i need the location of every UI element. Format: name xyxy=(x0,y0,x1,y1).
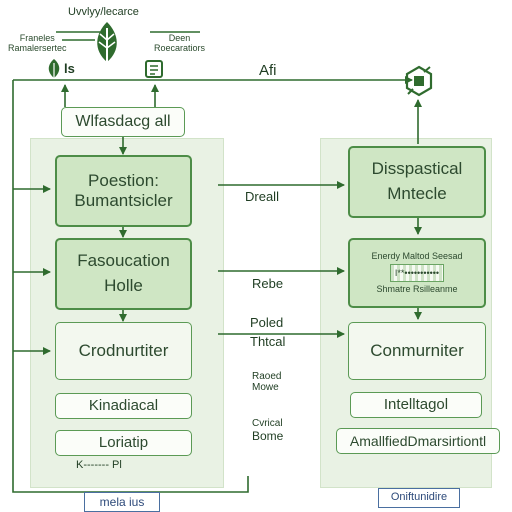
edge-label-rebe: Rebe xyxy=(252,276,284,291)
edge-label-raoed-line2: Mowe xyxy=(252,382,279,393)
icon-left-label: ls xyxy=(64,61,75,76)
header-right-label-1: Deen xyxy=(168,33,191,43)
right-node-disspastical-line2: Mntecle xyxy=(387,184,447,203)
edge-label-raoed-line1: Raoed xyxy=(252,371,282,382)
header-title: Uvvlyy/lecarce xyxy=(68,6,139,18)
small-leaf-icon xyxy=(48,59,60,79)
right-node-conmurniter[interactable]: Conmurniter xyxy=(348,322,486,380)
edge-label-poled-line1: Poled xyxy=(250,315,284,330)
right-node-enerdy-line2: I**••••••••••• xyxy=(389,263,445,283)
header-right-labels: Deen Roecaratiors xyxy=(154,33,205,53)
left-node-kinadiacal[interactable]: Kinadiacal xyxy=(55,393,192,419)
left-node-crodnurtiter[interactable]: Crodnurtiter xyxy=(55,322,192,380)
edge-label-poled: Poled Thtcal xyxy=(250,315,285,349)
leaf-logo-icon xyxy=(97,22,117,70)
header-right-label-2: Roecaratiors xyxy=(154,43,206,53)
edge-label-cvrical: Cvrical Bome xyxy=(252,418,283,443)
footer-left-box: mela ius xyxy=(84,492,160,512)
left-node-loriatip[interactable]: Loriatip xyxy=(55,430,192,456)
right-node-amallfied[interactable]: AmallfiedDmarsirtiontl xyxy=(336,428,500,454)
left-node-position[interactable]: Poestion: Bumantsicler xyxy=(55,155,192,227)
edge-label-raoed: Raoed Mowe xyxy=(252,371,281,393)
left-node-fasoucation[interactable]: Fasoucation Holle xyxy=(55,238,192,310)
right-node-disspastical[interactable]: Disspastical Mntecle xyxy=(348,146,486,218)
left-node-fasoucation-line1: Fasoucation xyxy=(77,251,170,271)
header-left-label-2: Ramalersertec xyxy=(8,43,67,53)
left-node-fasoucation-line2: Holle xyxy=(104,276,143,295)
header-left-labels: Franeles Ramalersertec xyxy=(8,33,67,53)
right-node-enerdy-line3: Shmatre Rsilleanme xyxy=(376,284,458,295)
edge-label-cvrical-line2: Bome xyxy=(252,429,284,443)
left-node-loriatip-caption: K------- Pl xyxy=(76,459,122,471)
top-arrow-label: Afi xyxy=(259,62,277,79)
edge-label-cvrical-line1: Cvrical xyxy=(252,418,283,429)
edge-label-poled-line2: Thtcal xyxy=(250,334,286,349)
footer-right-box: Oniftunidire xyxy=(378,488,460,508)
right-node-disspastical-line1: Disspastical xyxy=(371,159,463,179)
left-header-node[interactable]: Wlfasdacg all xyxy=(61,107,185,137)
scroll-icon xyxy=(145,60,163,78)
header-left-label-1: Franeles xyxy=(19,33,55,43)
hexagon-network-icon xyxy=(405,65,433,97)
left-node-position-line1: Poestion: xyxy=(88,170,159,190)
right-node-enerdy[interactable]: Enerdy Maltod Seesad I**••••••••••• Shma… xyxy=(348,238,486,308)
edge-label-dreall: Dreall xyxy=(245,189,279,204)
right-node-enerdy-line1: Enerdy Maltod Seesad xyxy=(371,251,463,262)
left-node-position-line2: Bumantsicler xyxy=(74,191,173,210)
right-node-intelltagol[interactable]: Intelltagol xyxy=(350,392,482,418)
